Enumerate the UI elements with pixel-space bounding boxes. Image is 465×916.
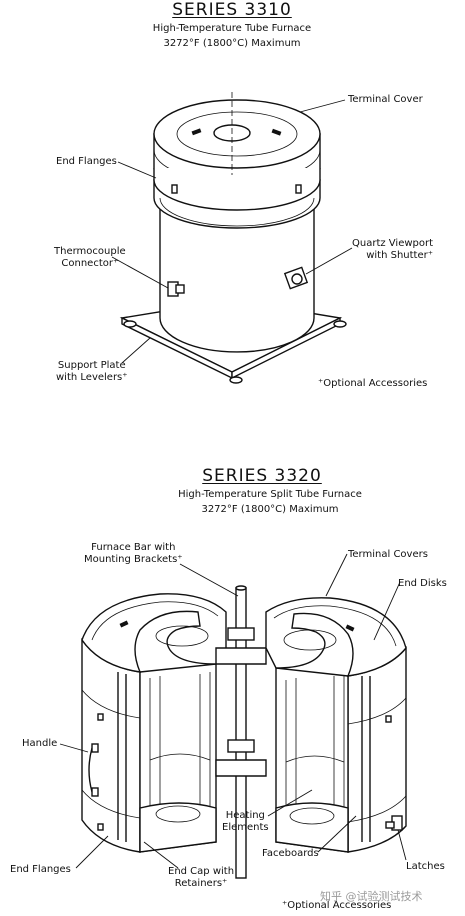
label-heating-elements: Heating Elements	[222, 810, 269, 833]
series-3310-title: SERIES 3310	[172, 0, 292, 20]
label-end-flanges-3320: End Flanges	[10, 864, 71, 875]
series-3310-subtitle: High-Temperature Tube Furnace	[152, 23, 312, 34]
label-thermocouple-connector: Thermocouple Connector⁺	[54, 246, 126, 269]
label-end-disks: End Disks	[398, 578, 447, 589]
label-optional-accessories-3320: ⁺Optional Accessories	[282, 900, 392, 911]
label-terminal-cover: Terminal Cover	[348, 94, 423, 105]
label-end-cap: End Cap with Retainers⁺	[168, 866, 235, 889]
label-quartz-viewport: Quartz Viewport with Shutter⁺	[352, 238, 434, 261]
watermark: 知乎 @试验测试技术	[320, 890, 423, 903]
label-faceboards: Faceboards	[262, 848, 319, 859]
series-3320-title: SERIES 3320	[202, 466, 322, 486]
label-handle: Handle	[22, 738, 58, 749]
label-latches: Latches	[406, 861, 445, 872]
label-terminal-covers: Terminal Covers	[348, 549, 428, 560]
series-3320-temperature: 3272°F (1800°C) Maximum	[201, 504, 339, 515]
series-3320-subtitle: High-Temperature Split Tube Furnace	[178, 489, 362, 500]
label-furnace-bar: Furnace Bar with Mounting Brackets⁺	[84, 542, 183, 565]
label-support-plate: Support Plate with Levelers⁺	[56, 360, 128, 383]
label-optional-accessories-3310: ⁺Optional Accessories	[318, 378, 428, 389]
label-end-flanges-3310: End Flanges	[56, 156, 117, 167]
series-3310-temperature: 3272°F (1800°C) Maximum	[163, 38, 301, 49]
